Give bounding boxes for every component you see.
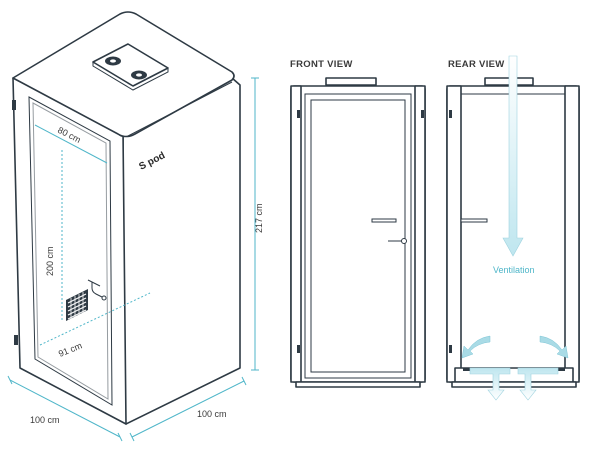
hinge: [297, 110, 300, 118]
dim-total-height: [251, 77, 259, 371]
front-view: FRONT VIEW: [290, 59, 426, 388]
roof-fan-unit: [92, 43, 169, 91]
front-door-glass: [304, 93, 412, 379]
label-outer-width-right: 100 cm: [197, 409, 227, 419]
dim-line-inner-depth: [39, 292, 151, 346]
vent-grille-icon: [66, 289, 88, 321]
airflow-out-arrow-icon: [517, 367, 559, 401]
dim-outer-width-left: [7, 375, 123, 442]
airflow-down-arrow-icon: [502, 55, 524, 257]
dim-line-inner-width: [34, 124, 108, 164]
dim-outer-width-right: [129, 376, 247, 442]
airflow-curl-right-icon: [539, 335, 569, 359]
hinge: [12, 100, 16, 110]
hinge: [297, 345, 300, 353]
ventilation-label: Ventilation: [493, 265, 535, 275]
rear-view: REAR VIEW Ventilation: [446, 55, 580, 401]
label-total-height: 217 cm: [254, 203, 264, 233]
front-door-handle-icon: [371, 218, 397, 223]
front-view-title: FRONT VIEW: [290, 59, 353, 70]
door-handle-icon: [87, 279, 105, 299]
isometric-pod: S pod 80 cm 200 cm 91 cm 217 cm 100 cm 1…: [7, 11, 264, 442]
hinge: [14, 335, 18, 345]
airflow-out-arrow-icon: [469, 367, 511, 401]
airflow-curl-left-icon: [461, 335, 491, 359]
label-outer-width-left: 100 cm: [30, 415, 60, 425]
door-glass: [28, 96, 113, 406]
rear-view-title: REAR VIEW: [448, 59, 505, 70]
ventilation-arrows: [461, 55, 569, 401]
rear-handle-bar: [460, 218, 488, 223]
label-inner-height: 200 cm: [45, 246, 55, 276]
